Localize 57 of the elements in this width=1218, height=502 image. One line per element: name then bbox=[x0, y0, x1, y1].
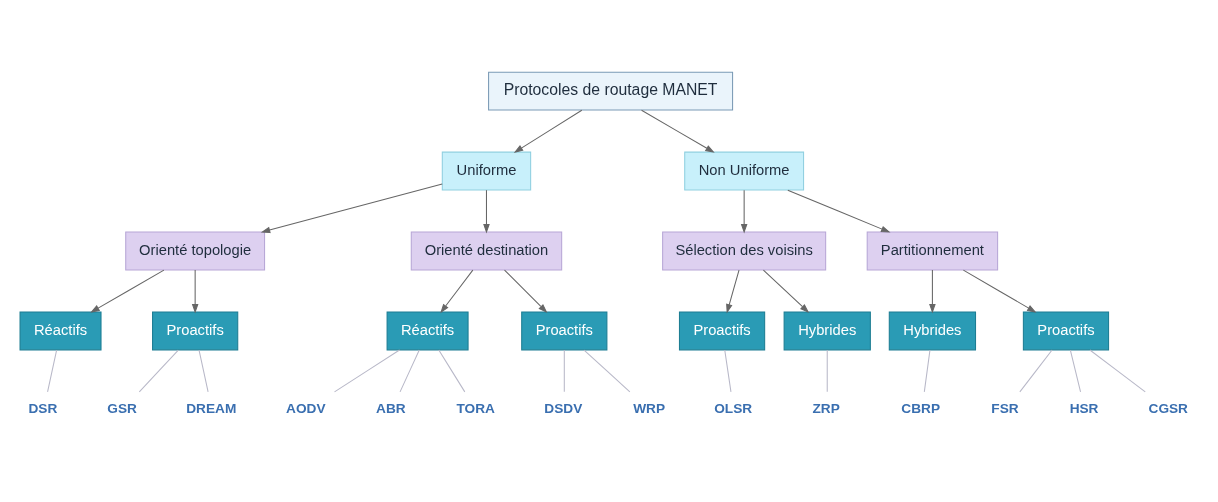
node-text: TORA bbox=[456, 401, 495, 417]
node-text: DREAM bbox=[186, 401, 237, 417]
node-box: Réactifs bbox=[19, 311, 102, 351]
connector bbox=[923, 349, 931, 393]
node-text: CGSR bbox=[1148, 401, 1188, 417]
node-box: Réactifs bbox=[386, 311, 469, 351]
node-box: Proactifs bbox=[1022, 311, 1110, 351]
node-box: Uniforme bbox=[441, 151, 532, 191]
node-text: CBRP bbox=[901, 401, 941, 417]
arrow bbox=[504, 269, 548, 314]
node-text: DSR bbox=[28, 401, 58, 417]
arrow bbox=[260, 183, 443, 234]
node-box: Hybrides bbox=[783, 311, 871, 351]
connector bbox=[138, 349, 179, 393]
node-text: AODV bbox=[286, 401, 326, 417]
arrow bbox=[726, 269, 740, 314]
node-box: Orienté destination bbox=[410, 231, 563, 271]
connector bbox=[334, 349, 401, 393]
arrow bbox=[440, 269, 474, 314]
arrow bbox=[483, 189, 490, 234]
connector bbox=[438, 349, 466, 393]
arrow bbox=[641, 109, 715, 153]
node-text: WRP bbox=[633, 401, 666, 417]
connector bbox=[1069, 349, 1082, 393]
arrow bbox=[962, 269, 1037, 313]
node-text: HSR bbox=[1069, 401, 1099, 417]
connector bbox=[563, 349, 565, 393]
node-text: DSDV bbox=[544, 401, 583, 417]
arrow bbox=[513, 109, 583, 153]
connector bbox=[1089, 349, 1146, 393]
node-text: OLSR bbox=[714, 401, 753, 417]
node-box: Hybrides bbox=[888, 311, 977, 351]
connector bbox=[826, 349, 828, 393]
connector bbox=[47, 349, 58, 393]
connector bbox=[583, 349, 631, 393]
connector bbox=[399, 349, 420, 393]
node-text: ZRP bbox=[812, 401, 840, 417]
node-box: Sélection des voisins bbox=[662, 231, 827, 271]
arrow bbox=[90, 269, 165, 313]
node-box: Proactifs bbox=[152, 311, 239, 351]
node-box: Proactifs bbox=[521, 311, 608, 351]
arrow bbox=[191, 269, 199, 314]
arrow bbox=[929, 269, 936, 314]
arrow bbox=[740, 189, 748, 234]
node-box: Proactifs bbox=[678, 311, 766, 351]
node-text: GSR bbox=[107, 401, 137, 417]
arrow bbox=[787, 189, 891, 233]
connector bbox=[1019, 349, 1053, 393]
node-text: ABR bbox=[376, 401, 406, 417]
connector bbox=[198, 349, 209, 393]
node-text: FSR bbox=[991, 401, 1019, 417]
node-box: Orienté topologie bbox=[125, 231, 266, 271]
node-box: Partitionnement bbox=[866, 231, 999, 271]
node-box: Protocoles de routage MANET bbox=[488, 71, 734, 111]
connector bbox=[724, 349, 732, 393]
arrow bbox=[762, 269, 810, 313]
node-box: Non Uniforme bbox=[684, 151, 805, 191]
